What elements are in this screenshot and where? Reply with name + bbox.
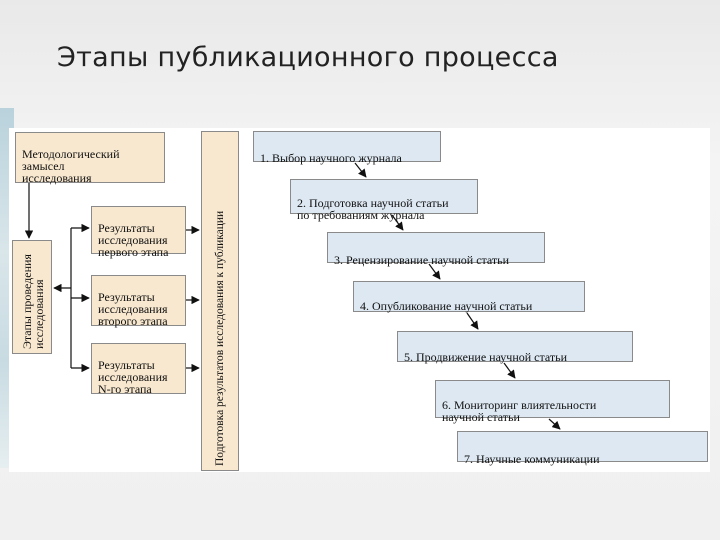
arrow-step-6-to-7 [549, 419, 560, 429]
arrow-step-2-to-3 [392, 215, 403, 230]
slide-title: Этапы публикационного процесса [57, 42, 559, 73]
publication-process-diagram: Методологический замысел исследования Эт… [9, 128, 710, 472]
arrow-step-4-to-5 [467, 313, 478, 329]
arrow-step-5-to-6 [504, 363, 515, 378]
connector-arrows [9, 128, 710, 472]
arrow-step-1-to-2 [355, 163, 366, 177]
arrow-step-3-to-4 [429, 264, 440, 279]
